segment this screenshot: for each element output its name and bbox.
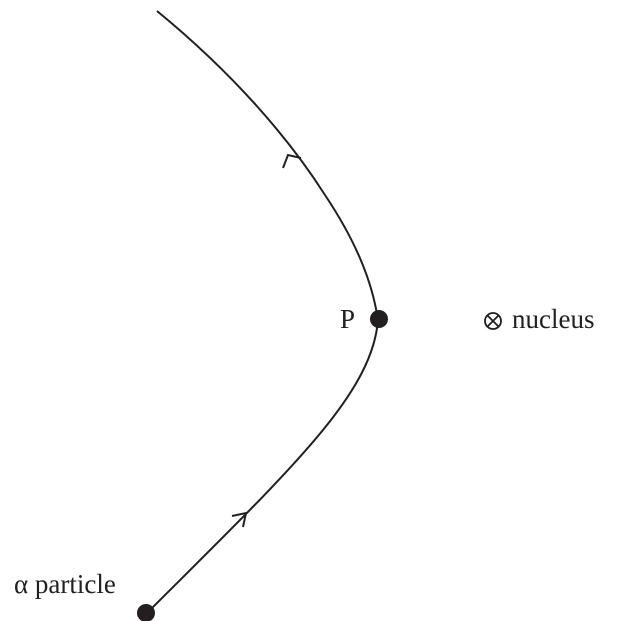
circled-times-icon — [484, 312, 502, 330]
arrowhead-icon-upper — [282, 153, 302, 169]
alpha-trajectory — [145, 10, 380, 615]
nucleus-label: nucleus — [512, 304, 594, 334]
point-p-label: P — [340, 304, 355, 334]
arrowhead-icon-lower — [231, 511, 248, 528]
alpha-particle-label: α particle — [14, 569, 116, 599]
point-p-dot — [370, 310, 388, 328]
alpha-particle-dot — [137, 604, 155, 621]
